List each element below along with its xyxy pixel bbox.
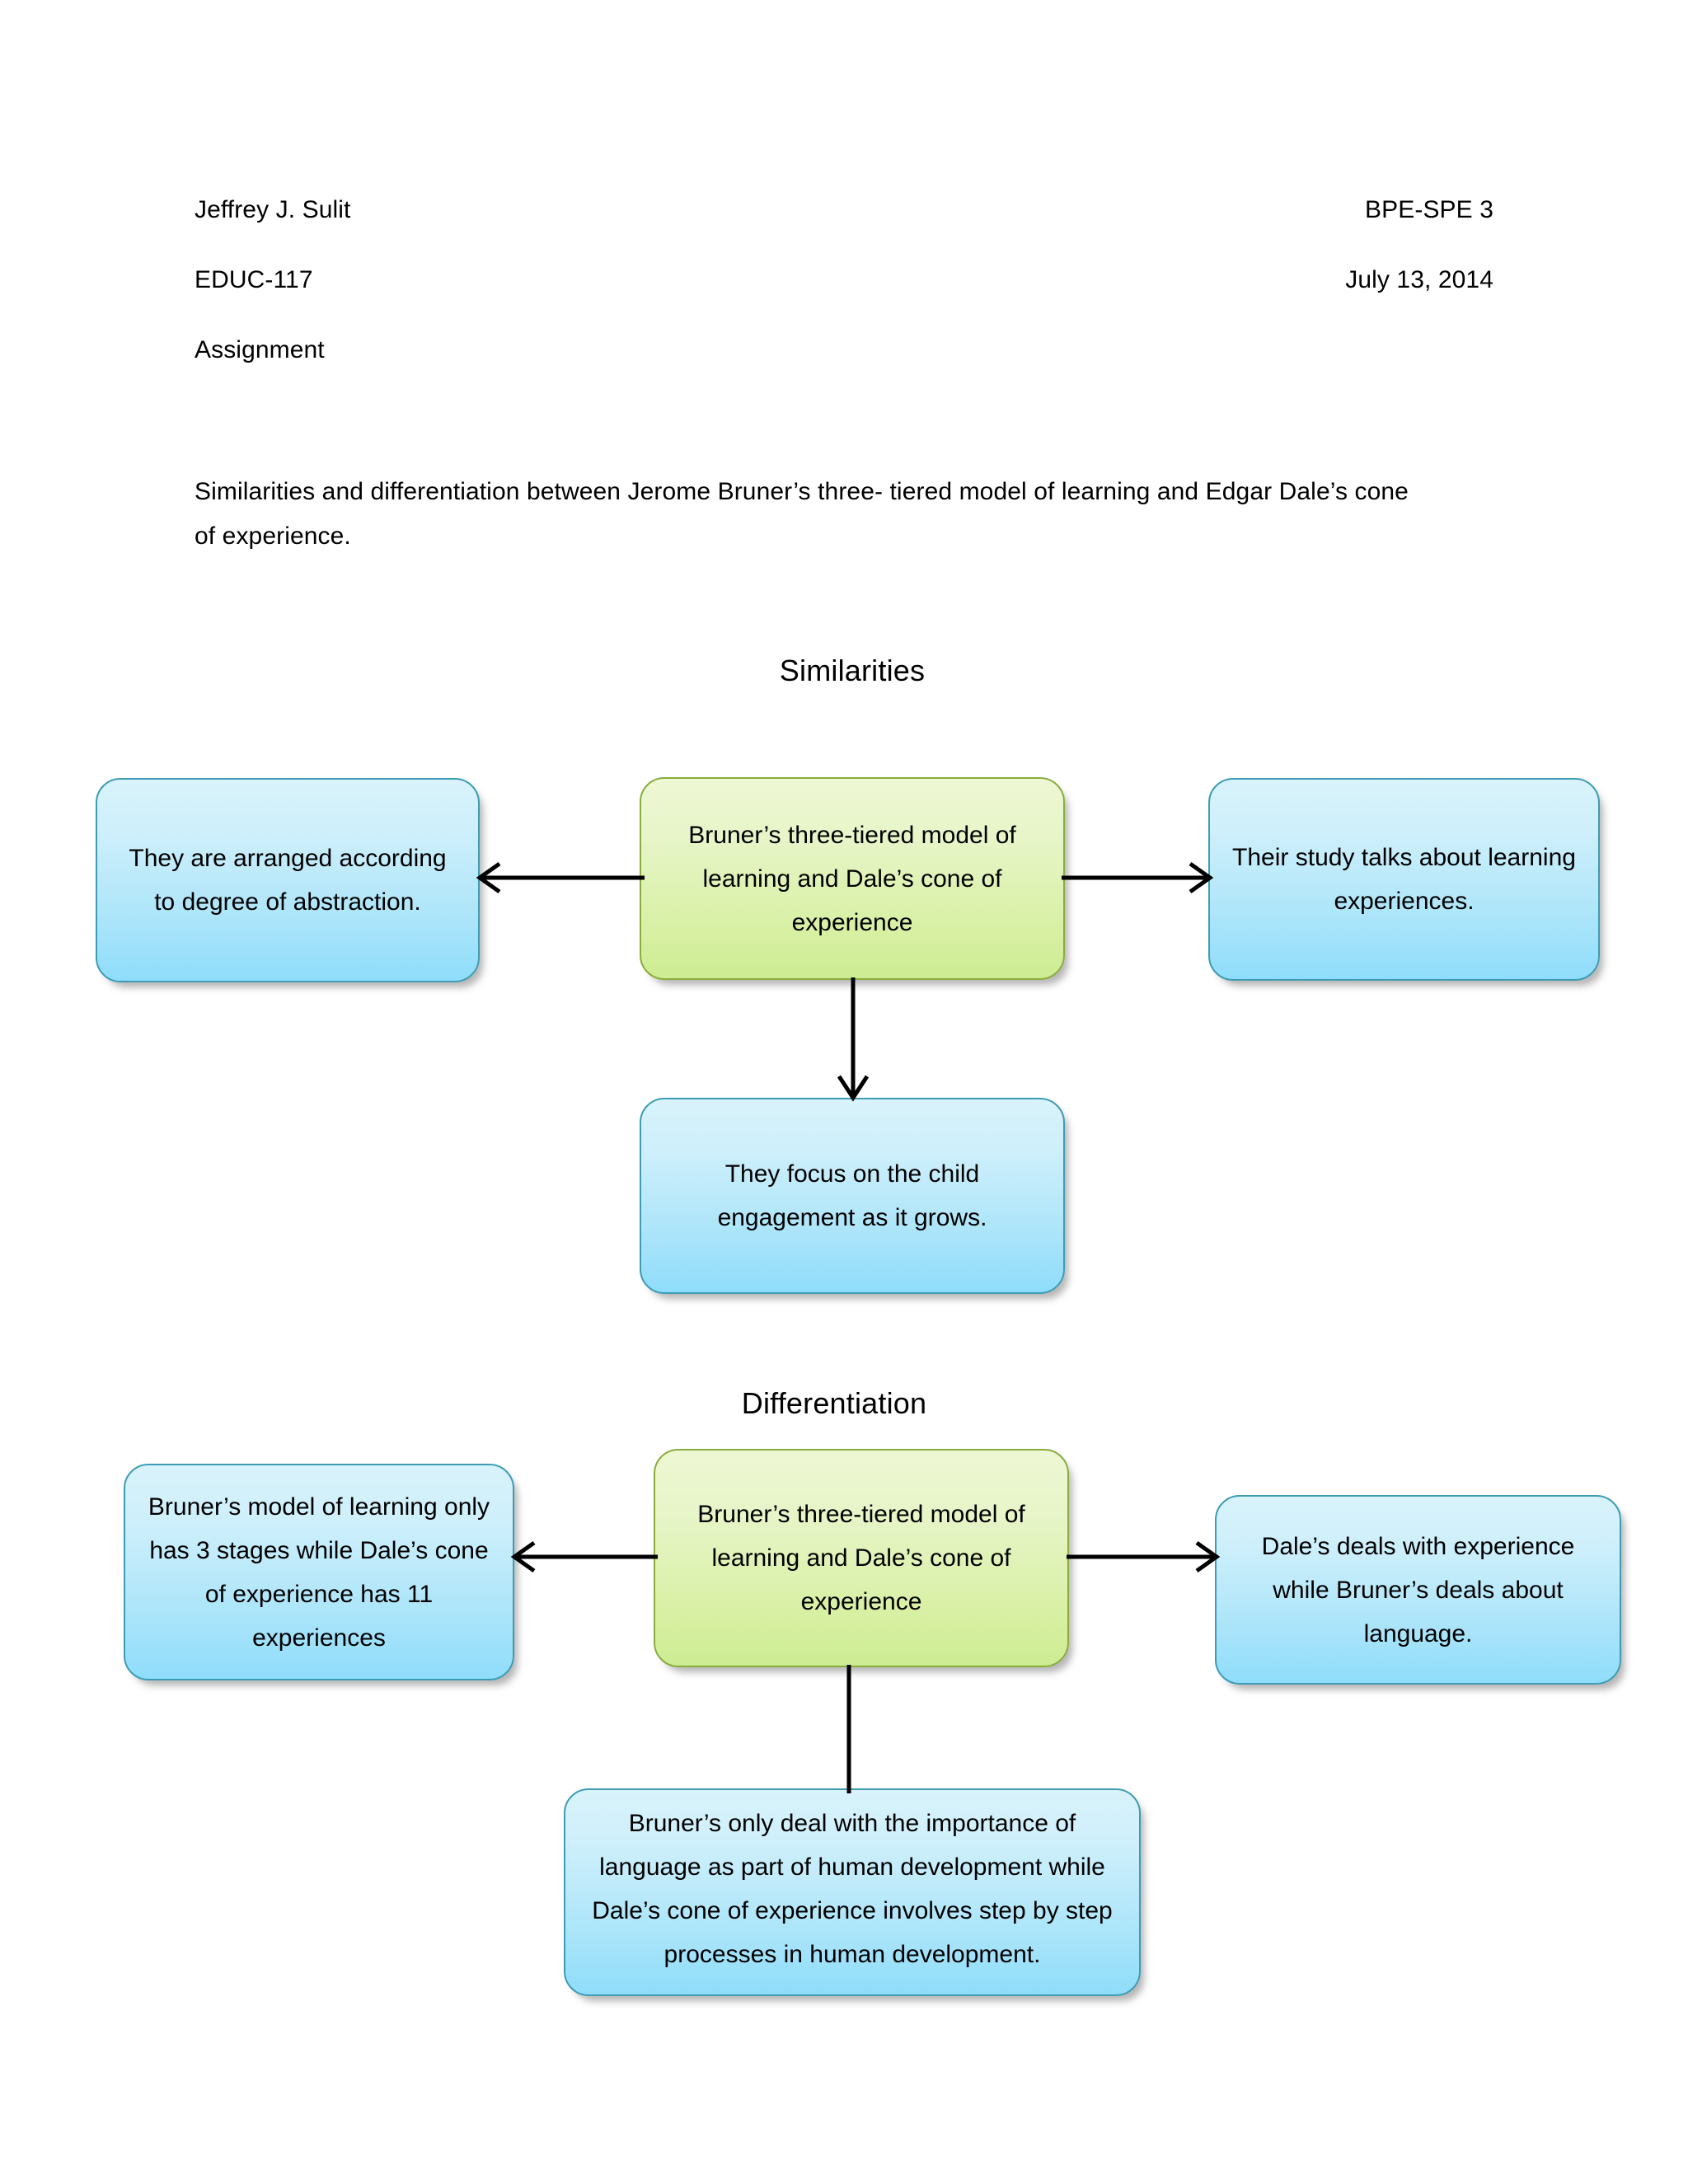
- date: July 13, 2014: [1345, 266, 1493, 293]
- similarities-right-node-text: Their study talks about learning experie…: [1232, 844, 1576, 915]
- differentiation-connector-down: [841, 1665, 857, 1793]
- similarities-right-node: Their study talks about learning experie…: [1208, 778, 1600, 981]
- section-title-differentiation: Differentiation: [0, 1386, 1688, 1421]
- similarities-bottom-node: They focus on the child engagement as it…: [640, 1098, 1065, 1294]
- similarities-arrow-down: [832, 977, 874, 1102]
- differentiation-right-node: Dale’s deals with experience while Brune…: [1215, 1495, 1621, 1685]
- similarities-arrow-right: [1062, 857, 1215, 898]
- differentiation-center-node-text: Bruner’s three-tiered model of learning …: [697, 1501, 1025, 1615]
- differentiation-bottom-node: Bruner’s only deal with the importance o…: [564, 1788, 1141, 1996]
- differentiation-arrow-left: [509, 1536, 659, 1577]
- similarities-center-node-text: Bruner’s three-tiered model of learning …: [688, 821, 1016, 936]
- differentiation-center-node: Bruner’s three-tiered model of learning …: [654, 1449, 1069, 1667]
- differentiation-left-node-text: Bruner’s model of learning only has 3 st…: [148, 1493, 490, 1652]
- differentiation-left-node: Bruner’s model of learning only has 3 st…: [124, 1464, 514, 1680]
- student-name: Jeffrey J. Sulit: [195, 196, 351, 223]
- differentiation-right-node-text: Dale’s deals with experience while Brune…: [1261, 1532, 1575, 1647]
- section-title-similarities-text: Similarities: [779, 654, 926, 687]
- similarities-bottom-node-text: They focus on the child engagement as it…: [717, 1160, 987, 1231]
- section-title-differentiation-text: Differentiation: [741, 1386, 927, 1420]
- header-row-assignment: Assignment: [195, 335, 1493, 365]
- student-program: BPE-SPE 3: [1365, 196, 1493, 223]
- differentiation-arrow-right: [1067, 1536, 1221, 1577]
- similarities-left-node-text: They are arranged according to degree of…: [129, 845, 447, 916]
- intro-paragraph: Similarities and differentiation between…: [195, 478, 1409, 550]
- header-row-name-program: Jeffrey J. Sulit BPE-SPE 3: [195, 195, 1493, 225]
- course-code: EDUC-117: [195, 266, 313, 293]
- similarities-center-node: Bruner’s three-tiered model of learning …: [640, 777, 1065, 980]
- differentiation-bottom-node-text: Bruner’s only deal with the importance o…: [592, 1810, 1113, 1968]
- similarities-arrow-left: [475, 857, 646, 898]
- similarities-left-node: They are arranged according to degree of…: [96, 778, 480, 982]
- assignment-label: Assignment: [195, 336, 325, 363]
- header-row-course-date: EDUC-117 July 13, 2014: [195, 265, 1493, 295]
- section-title-similarities: Similarities: [0, 654, 1688, 688]
